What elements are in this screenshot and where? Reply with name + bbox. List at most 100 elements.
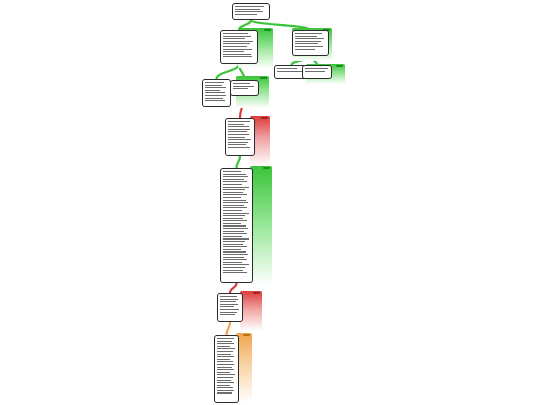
- text-placeholder-line: [217, 340, 232, 342]
- connector-long-green-node-to-red-node-2: [228, 281, 238, 295]
- text-placeholder-line: [217, 361, 234, 363]
- text-placeholder-line: [223, 266, 246, 269]
- text-placeholder-line: [223, 225, 247, 227]
- text-placeholder-line: [223, 173, 247, 175]
- text-placeholder-line: [223, 56, 253, 58]
- text-placeholder-line: [223, 178, 245, 180]
- text-placeholder-line: [223, 251, 247, 253]
- text-placeholder-line: [205, 92, 225, 94]
- text-placeholder-line: [220, 303, 238, 305]
- subtopic-node[interactable]: [230, 80, 259, 96]
- node-color-tab: [250, 116, 270, 166]
- text-placeholder-line: [233, 83, 251, 85]
- text-placeholder-line: [228, 146, 250, 149]
- text-placeholder-line: [223, 256, 245, 258]
- text-placeholder-line: [217, 374, 236, 376]
- text-placeholder-line: [235, 8, 260, 10]
- text-placeholder-line: [217, 345, 231, 347]
- text-placeholder-line: [223, 204, 245, 206]
- text-placeholder-line: [223, 199, 247, 201]
- text-placeholder-line: [223, 53, 251, 55]
- text-placeholder-line: [223, 272, 248, 274]
- text-placeholder-line: [217, 376, 233, 378]
- text-placeholder-line: [220, 306, 234, 308]
- text-placeholder-line: [228, 128, 251, 130]
- text-placeholder-line: [295, 48, 316, 50]
- text-placeholder-line: [220, 308, 239, 311]
- text-placeholder-line: [217, 379, 232, 381]
- text-placeholder-line: [295, 38, 325, 40]
- text-placeholder-line: [223, 238, 249, 240]
- text-placeholder-line: [223, 220, 248, 222]
- text-placeholder-line: [217, 343, 234, 345]
- text-placeholder-line: [295, 45, 323, 48]
- text-placeholder-line: [295, 40, 321, 42]
- text-placeholder-line: [217, 348, 236, 350]
- text-placeholder-line: [228, 141, 248, 143]
- text-placeholder-line: [205, 84, 223, 86]
- text-placeholder-line: [223, 261, 242, 263]
- text-placeholder-line: [223, 230, 245, 232]
- node-color-tab: [240, 291, 262, 331]
- text-placeholder-line: [205, 82, 225, 84]
- text-placeholder-line: [223, 241, 246, 243]
- text-placeholder-line: [223, 45, 247, 48]
- text-placeholder-line: [220, 296, 238, 298]
- text-placeholder-line: [295, 35, 317, 37]
- detail-node-orange[interactable]: [214, 335, 239, 403]
- text-placeholder-line: [235, 13, 258, 15]
- detail-node-red[interactable]: [225, 118, 255, 156]
- text-placeholder-line: [223, 269, 243, 271]
- text-placeholder-line: [205, 89, 221, 91]
- text-placeholder-line: [277, 68, 298, 70]
- text-placeholder-line: [220, 311, 237, 313]
- text-placeholder-line: [217, 358, 230, 360]
- text-placeholder-line: [233, 85, 254, 87]
- text-placeholder-line: [223, 207, 247, 209]
- text-placeholder-line: [217, 353, 232, 355]
- text-placeholder-line: [223, 51, 245, 53]
- text-placeholder-line: [223, 196, 241, 199]
- text-placeholder-line: [223, 233, 247, 235]
- root-node[interactable]: [232, 3, 270, 20]
- subtopic-node[interactable]: [202, 79, 231, 107]
- connector-red-node-1-to-long-green-node: [235, 154, 242, 170]
- text-placeholder-line: [305, 68, 328, 70]
- text-placeholder-line: [223, 254, 248, 256]
- text-placeholder-line: [217, 387, 234, 389]
- node-color-tab: [250, 166, 272, 286]
- text-placeholder-line: [223, 35, 252, 37]
- text-placeholder-line: [223, 176, 248, 178]
- text-placeholder-line: [223, 38, 246, 40]
- text-placeholder-line: [217, 382, 235, 384]
- text-placeholder-line: [277, 70, 305, 72]
- text-placeholder-line: [295, 43, 318, 45]
- text-placeholder-line: [223, 171, 241, 173]
- text-placeholder-line: [220, 314, 235, 316]
- text-placeholder-line: [223, 212, 249, 214]
- subtopic-node[interactable]: [302, 65, 332, 79]
- text-placeholder-line: [223, 222, 241, 224]
- text-placeholder-line: [205, 97, 223, 99]
- text-placeholder-line: [220, 298, 239, 300]
- text-placeholder-line: [223, 189, 246, 191]
- text-placeholder-line: [228, 121, 250, 123]
- text-placeholder-line: [223, 235, 242, 237]
- branch-node-left[interactable]: [220, 30, 258, 64]
- text-placeholder-line: [223, 48, 252, 50]
- detail-node-green[interactable]: [220, 168, 253, 283]
- text-placeholder-line: [223, 33, 248, 35]
- branch-node-right[interactable]: [292, 30, 329, 56]
- text-placeholder-line: [305, 70, 325, 72]
- text-placeholder-line: [223, 43, 250, 45]
- connector-red-node-2-to-orange-node: [225, 320, 232, 337]
- text-placeholder-line: [205, 100, 226, 102]
- text-placeholder-line: [235, 6, 265, 8]
- text-placeholder-line: [228, 136, 245, 138]
- text-placeholder-line: [228, 139, 251, 141]
- text-placeholder-line: [223, 248, 241, 250]
- detail-node-red[interactable]: [217, 293, 243, 322]
- text-placeholder-line: [223, 209, 242, 211]
- text-placeholder-line: [223, 183, 242, 186]
